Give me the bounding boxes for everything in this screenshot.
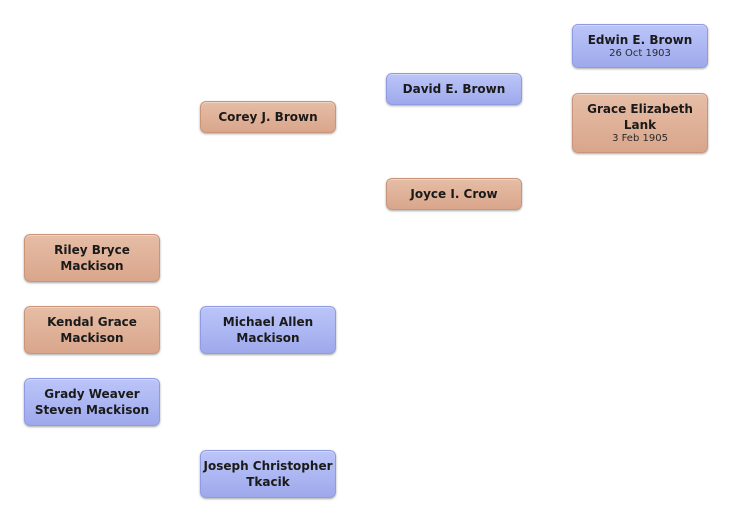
person-name: Corey J. Brown [218,110,318,124]
person-name: David E. Brown [402,82,506,96]
person-date: 26 Oct 1903 [609,48,671,59]
person-name: Grady Weaver Steven Mackison [34,387,150,417]
person-card-david-brown[interactable]: David E. Brown [386,73,522,105]
person-card-joyce-crow[interactable]: Joyce I. Crow [386,178,522,210]
person-card-corey-brown[interactable]: Corey J. Brown [200,101,336,133]
person-name: Grace Elizabeth Lank [587,102,693,132]
person-card-grady-mackison[interactable]: Grady Weaver Steven Mackison [24,378,160,426]
person-name: Joyce I. Crow [410,187,498,201]
person-card-joseph-tkacik[interactable]: Joseph Christopher Tkacik [200,450,336,498]
person-card-riley-mackison[interactable]: Riley Bryce Mackison [24,234,160,282]
person-name: Joseph Christopher Tkacik [203,459,333,489]
person-card-michael-mackison[interactable]: Michael Allen Mackison [200,306,336,354]
person-name: Riley Bryce Mackison [54,243,130,273]
person-name: Edwin E. Brown [587,33,693,47]
person-name: Michael Allen Mackison [222,315,314,345]
person-card-kendal-mackison[interactable]: Kendal Grace Mackison [24,306,160,354]
person-card-grace-lank[interactable]: Grace Elizabeth Lank 3 Feb 1905 [572,93,708,153]
person-card-edwin-brown[interactable]: Edwin E. Brown 26 Oct 1903 [572,24,708,68]
person-name: Kendal Grace Mackison [47,315,137,345]
person-date: 3 Feb 1905 [612,133,668,144]
